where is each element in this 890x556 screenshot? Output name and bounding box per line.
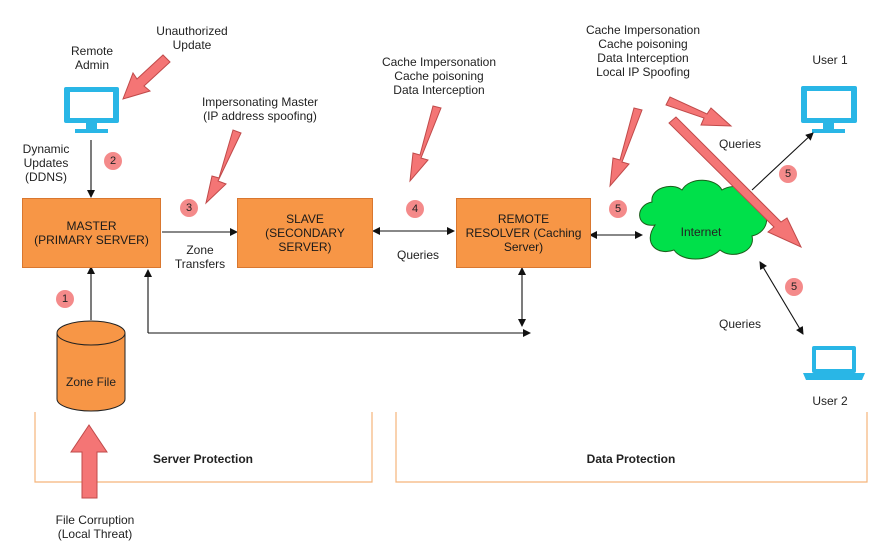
data-protection-bracket bbox=[395, 412, 868, 483]
threat-arrow-internet-user2 bbox=[668, 116, 803, 249]
user2-label: User 2 bbox=[812, 394, 848, 408]
impersonating-master-arrow bbox=[205, 129, 242, 205]
zone-file-label: Zone File bbox=[65, 375, 117, 389]
threat-arrow-resolver bbox=[609, 107, 643, 188]
remote-resolver-box: REMOTE RESOLVER (Caching Server) bbox=[456, 198, 591, 268]
zone-transfers-label: Zone Transfers bbox=[174, 243, 226, 271]
data-protection-label: Data Protection bbox=[586, 452, 676, 466]
threats-slave-label: Cache Impersonation Cache poisoning Data… bbox=[381, 55, 497, 97]
user1-label: User 1 bbox=[812, 53, 848, 67]
queries-bottom-label: Queries bbox=[718, 317, 762, 331]
badge-4: 4 bbox=[406, 200, 424, 218]
badge-5-user1: 5 bbox=[779, 165, 797, 183]
threat-arrow-user1 bbox=[665, 96, 733, 127]
badge-5-resolver: 5 bbox=[609, 200, 627, 218]
impersonating-master-label: Impersonating Master (IP address spoofin… bbox=[201, 95, 319, 123]
unauthorized-update-label: Unauthorized Update bbox=[156, 24, 228, 52]
user2-laptop-icon bbox=[803, 346, 865, 380]
queries-top-label: Queries bbox=[718, 137, 762, 151]
threat-arrow-slave bbox=[409, 105, 442, 183]
remote-admin-label: Remote Admin bbox=[70, 44, 114, 72]
unauthorized-update-arrow bbox=[122, 54, 171, 100]
zone-file-cylinder bbox=[56, 320, 126, 412]
internet-label: Internet bbox=[680, 225, 722, 239]
queries-mid-label: Queries bbox=[396, 248, 440, 262]
dynamic-updates-label: Dynamic Updates (DDNS) bbox=[22, 142, 70, 184]
badge-3: 3 bbox=[180, 199, 198, 217]
connectors bbox=[87, 132, 814, 337]
threats-resolver-label: Cache Impersonation Cache poisoning Data… bbox=[585, 23, 701, 79]
slave-server-box: SLAVE (SECONDARY SERVER) bbox=[237, 198, 373, 268]
badge-5-user2: 5 bbox=[785, 278, 803, 296]
server-protection-bracket bbox=[34, 412, 373, 483]
master-server-box: MASTER (PRIMARY SERVER) bbox=[22, 198, 161, 268]
server-protection-label: Server Protection bbox=[152, 452, 254, 466]
badge-1: 1 bbox=[56, 290, 74, 308]
file-corruption-label: File Corruption (Local Threat) bbox=[55, 513, 135, 541]
remote-admin-computer-icon bbox=[64, 87, 119, 133]
user1-computer-icon bbox=[801, 86, 857, 133]
file-corruption-arrow bbox=[70, 424, 108, 499]
badge-2: 2 bbox=[104, 152, 122, 170]
threat-arrows bbox=[70, 54, 803, 499]
